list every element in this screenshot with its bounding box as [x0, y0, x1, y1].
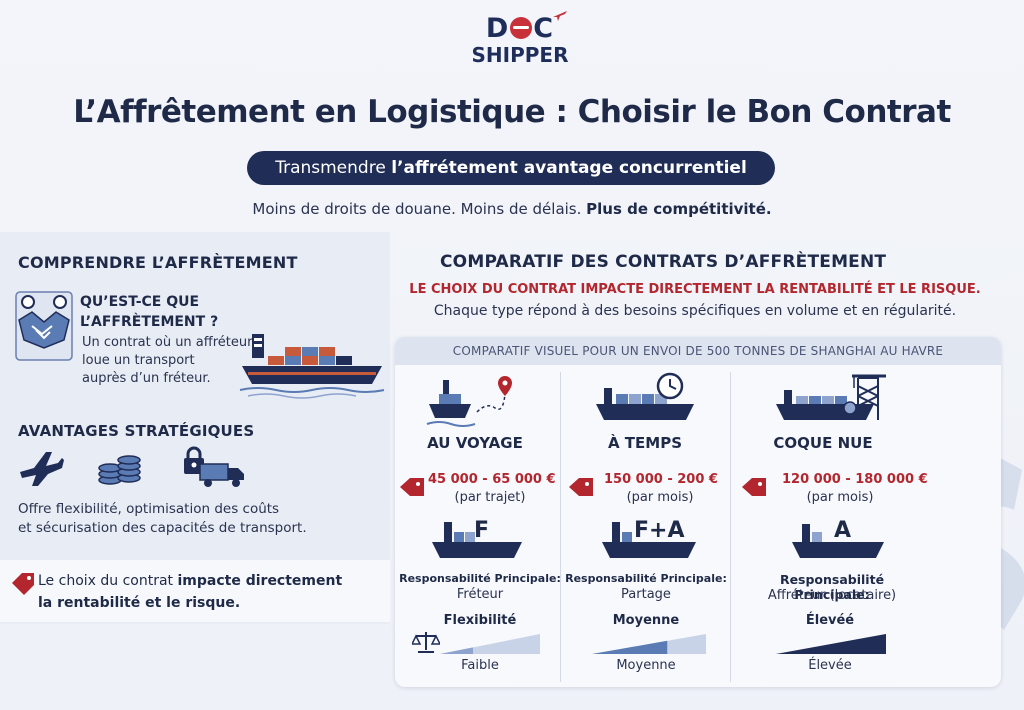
flex-label-voyage: Flexibilité: [443, 613, 517, 628]
section-understanding-title: COMPRENDRE L’AFFRÈTEMENT: [18, 253, 298, 272]
bareboat-ship-icon: [776, 374, 886, 420]
definition-line-3: auprès d’un fréteur.: [82, 371, 211, 386]
price-unit-time: (par mois): [626, 490, 694, 505]
callout-bold-2: la rentabilité et le risque.: [38, 595, 241, 611]
flex-gauge-time-fill: [592, 640, 668, 654]
advantages-line-2: et sécurisation des capacités de transpo…: [18, 520, 307, 536]
airplane-icon: [20, 452, 64, 486]
logo-letter-c: C: [533, 13, 555, 44]
price-time: 150 000 - 200 €: [604, 472, 718, 487]
col-title-time: À TEMPS: [607, 434, 683, 452]
pill-prefix: Transmendre: [275, 158, 392, 178]
level-time: Moyenne: [616, 658, 676, 673]
cargo-ship-icon: [239, 334, 385, 399]
flex-gauge-voyage: [440, 634, 540, 654]
scale-icon: [412, 632, 440, 653]
tagline: Moins de droits de douane. Moins de déla…: [0, 200, 1024, 218]
coins-icon: [98, 455, 141, 485]
flex-gauge-bareboat-fill: [776, 634, 886, 654]
resp-value-voyage: Fréteur: [456, 587, 504, 602]
logo-plane-icon: [553, 11, 567, 21]
col-title-bareboat: COQUE NUE: [773, 434, 873, 452]
comparison-card-header: COMPARATIF VISUEL POUR UN ENVOI DE 500 T…: [395, 337, 1001, 365]
headline-pill: Transmendre l’affrétement avantage concu…: [247, 151, 775, 185]
letter-f: F: [474, 518, 490, 543]
level-voyage: Faible: [461, 658, 499, 673]
question-title: QU’EST-CE QUE L’AFFRÈTEMENT ?: [80, 292, 218, 332]
definition-line-2: loue un transport: [82, 353, 195, 368]
logo-globe-icon: [510, 17, 533, 39]
price-tag-icon: [400, 478, 424, 496]
logo-letter-d: D: [485, 13, 510, 44]
section-advantages-title: AVANTAGES STRATÉGIQUES: [18, 422, 255, 440]
flex-gauge-voyage-fill: [440, 647, 473, 654]
letter-fa: F+A: [634, 518, 685, 543]
column-separator: [730, 372, 731, 682]
question-line-1: QU’EST-CE QUE: [80, 294, 200, 310]
definition-line-1: Un contrat où un affréteur: [82, 335, 253, 350]
resp-label-voyage: Responsabilité Principale:: [399, 572, 561, 585]
resp-label-time: Responsabilité Principale:: [565, 572, 727, 585]
comparison-red-line: LE CHOIX DU CONTRAT IMPACTE DIRECTEMENT …: [409, 282, 981, 297]
tagline-bold: Plus de compétitivité.: [586, 200, 772, 218]
price-unit-bareboat: (par mois): [806, 490, 874, 505]
tagline-normal: Moins de droits de douane. Moins de déla…: [252, 200, 587, 218]
callout-box: [0, 560, 390, 622]
letter-a: A: [834, 518, 852, 543]
comparison-title: COMPARATIF DES CONTRATS D’AFFRÈTEMENT: [440, 252, 887, 272]
voyage-ship-icon: [426, 376, 512, 427]
ship-fa-icon: [602, 522, 696, 558]
ship-a-icon: [792, 524, 884, 558]
price-tag-icon: [569, 478, 593, 496]
lock-truck-icon: [184, 446, 244, 487]
callout-bold-1: impacte directement: [177, 573, 343, 589]
ship-f-icon: [432, 522, 522, 558]
column-separator: [560, 372, 561, 682]
flex-label-bareboat: Élevéé: [805, 613, 855, 628]
question-line-2: L’AFFRÈTEMENT ?: [80, 314, 219, 330]
callout-normal: Le choix du contrat: [38, 573, 178, 589]
price-voyage: 45 000 - 65 000 €: [428, 472, 556, 487]
crane-icon: [852, 374, 886, 420]
resp-value-time: Partage: [621, 587, 671, 602]
col-title-voyage: AU VOYAGE: [427, 434, 523, 452]
price-bareboat: 120 000 - 180 000 €: [782, 472, 928, 487]
price-unit-voyage: (par trajet): [454, 490, 526, 505]
logo-wordmark: SHIPPER: [471, 43, 569, 67]
price-tag-icon: [12, 573, 34, 595]
page-title: L’Affrêtement en Logistique : Choisir le…: [73, 94, 951, 130]
comparison-card: [395, 337, 1001, 687]
flex-label-time: Moyenne: [612, 613, 680, 628]
resp-value-bareboat: Affréteur (locataire): [767, 588, 897, 603]
comparison-subtitle: Chaque type répond à des besoins spécifi…: [433, 303, 957, 319]
pill-bold: l’affrétement avantage concurrentiel: [391, 158, 747, 178]
callout-text: Le choix du contrat impacte directement …: [38, 570, 342, 614]
resp-label-bareboat: Responsabilité Principale:: [779, 572, 885, 602]
price-tag-icon: [742, 478, 766, 496]
definition-text: Un contrat où un affréteur loue un trans…: [82, 334, 252, 388]
time-ship-icon: [596, 372, 694, 420]
location-pin-icon: [498, 376, 512, 396]
flex-gauge-bareboat: [776, 634, 886, 654]
advantages-text: Offre flexibilité, optimisation des coût…: [18, 500, 307, 538]
advantages-line-1: Offre flexibilité, optimisation des coût…: [18, 501, 280, 517]
level-bareboat: Élevée: [808, 658, 852, 673]
flex-gauge-time: [592, 634, 706, 654]
handshake-icon: [15, 291, 73, 361]
